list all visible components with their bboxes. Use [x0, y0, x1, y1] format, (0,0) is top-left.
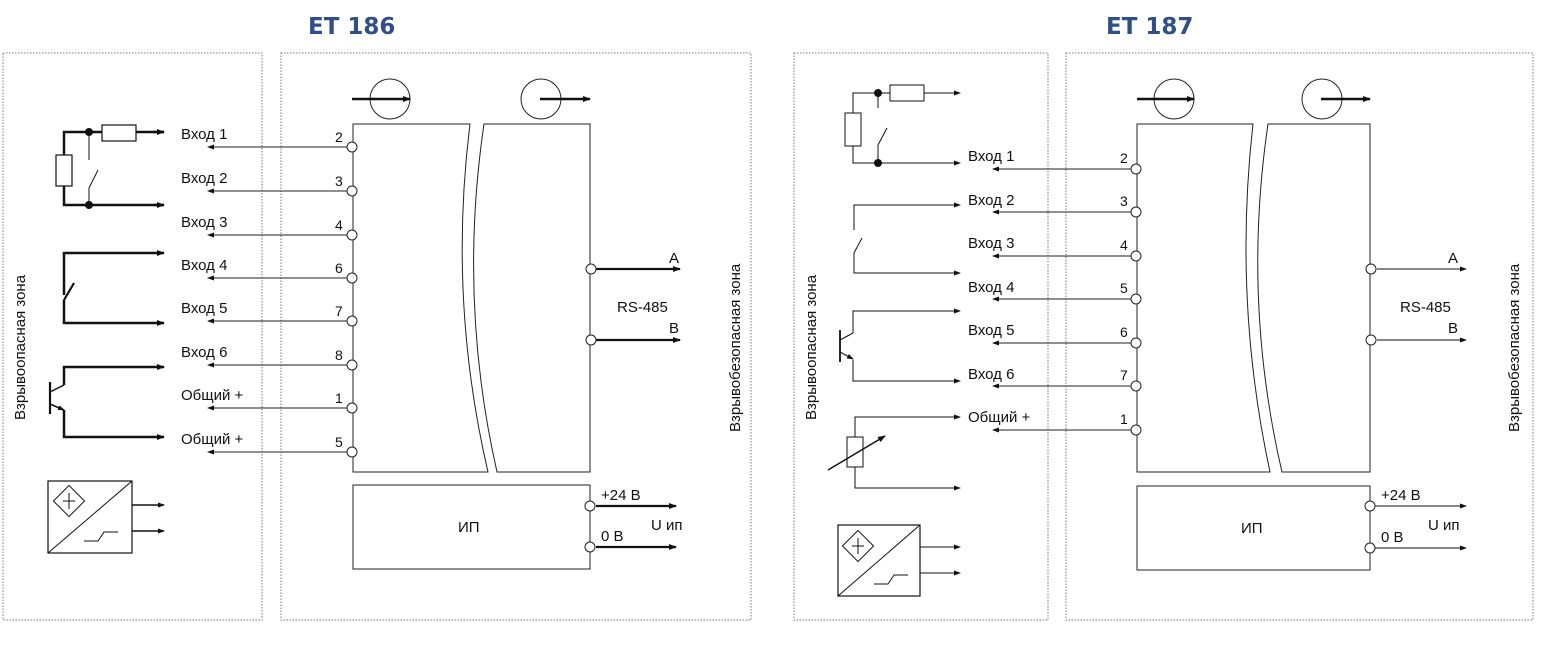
psu-zero-label: 0 В — [601, 528, 624, 545]
input-label: Вход 5 — [181, 300, 227, 317]
terminals — [346, 141, 358, 458]
psu-u-label: U ип — [651, 517, 683, 534]
hazardous-zone-label: Взрывоопасная зона — [12, 274, 29, 420]
input-label: Общий + — [181, 387, 244, 404]
terminal-number: 1 — [1120, 411, 1128, 427]
terminal-number: 5 — [1120, 280, 1128, 296]
terminal-number: 4 — [335, 217, 343, 233]
input-label: Вход 1 — [181, 126, 227, 143]
output-module-block — [473, 123, 591, 473]
rs485-label: RS-485 — [1400, 299, 1451, 316]
rs485-a-label: A — [669, 250, 679, 267]
input-label: Вход 2 — [181, 170, 227, 187]
psu-plus-label: +24 В — [1381, 487, 1421, 504]
terminal-number: 2 — [1120, 150, 1128, 166]
et187-group: Взрывоопасная зона Взрывобезопасная зона… — [793, 52, 1534, 621]
safe-zone-label: Взрывобезопасная зона — [727, 263, 744, 432]
input-label: Вход 6 — [968, 366, 1014, 383]
output-terminals — [584, 263, 597, 553]
input-label: Вход 1 — [968, 148, 1014, 165]
title-et186: ET 186 — [308, 14, 396, 40]
input-label: Общий + — [968, 409, 1031, 426]
input-label: Вход 3 — [968, 235, 1014, 252]
input-label: Вход 5 — [968, 322, 1014, 339]
terminal-number: 6 — [1120, 324, 1128, 340]
input-module-block — [1136, 123, 1271, 473]
terminal-number: 6 — [335, 260, 343, 276]
terminal-number: 7 — [335, 303, 343, 319]
terminal-number: 7 — [1120, 367, 1128, 383]
terminal-number: 4 — [1120, 237, 1128, 253]
rs485-b-label: B — [669, 320, 679, 337]
input-label: Вход 2 — [968, 192, 1014, 209]
et186-group: Взрывоопасная зона Взрывобезопасная зона… — [2, 52, 752, 621]
input-label: Вход 6 — [181, 344, 227, 361]
power-supply-block — [352, 484, 591, 570]
hazardous-zone-box — [793, 52, 1049, 621]
input-label: Вход 4 — [968, 279, 1014, 296]
output-terminals — [1364, 263, 1377, 554]
input-rows — [992, 166, 1136, 433]
field-devices — [47, 124, 165, 554]
terminals — [1130, 163, 1142, 436]
terminal-number: 8 — [335, 347, 343, 363]
terminal-number: 3 — [1120, 193, 1128, 209]
psu-u-label: U ип — [1428, 517, 1460, 534]
terminal-number: 2 — [335, 129, 343, 145]
input-label: Общий + — [181, 431, 244, 448]
terminal-number: 3 — [335, 173, 343, 189]
input-rows — [207, 144, 352, 455]
terminal-number: 1 — [335, 390, 343, 406]
field-devices — [827, 84, 961, 597]
hazardous-zone-label: Взрывоопасная зона — [803, 274, 820, 420]
hazardous-zone-box — [2, 52, 263, 621]
psu-zero-label: 0 В — [1381, 529, 1404, 546]
safe-zone-label: Взрывобезопасная зона — [1506, 263, 1523, 432]
psu-plus-label: +24 В — [601, 487, 641, 504]
output-module-block — [1257, 123, 1371, 473]
psu-label: ИП — [1241, 520, 1263, 537]
rs485-label: RS-485 — [617, 299, 668, 316]
power-supply-block — [1136, 485, 1371, 571]
title-et187: ET 187 — [1106, 14, 1194, 40]
safe-zone-box — [280, 52, 752, 621]
input-label: Вход 4 — [181, 257, 227, 274]
safe-zone-box — [1065, 52, 1534, 621]
input-module-block — [352, 123, 489, 473]
psu-label: ИП — [458, 519, 480, 536]
terminal-number: 5 — [335, 434, 343, 450]
rs485-a-label: A — [1448, 250, 1458, 267]
rs485-b-label: B — [1448, 320, 1458, 337]
input-label: Вход 3 — [181, 214, 227, 231]
